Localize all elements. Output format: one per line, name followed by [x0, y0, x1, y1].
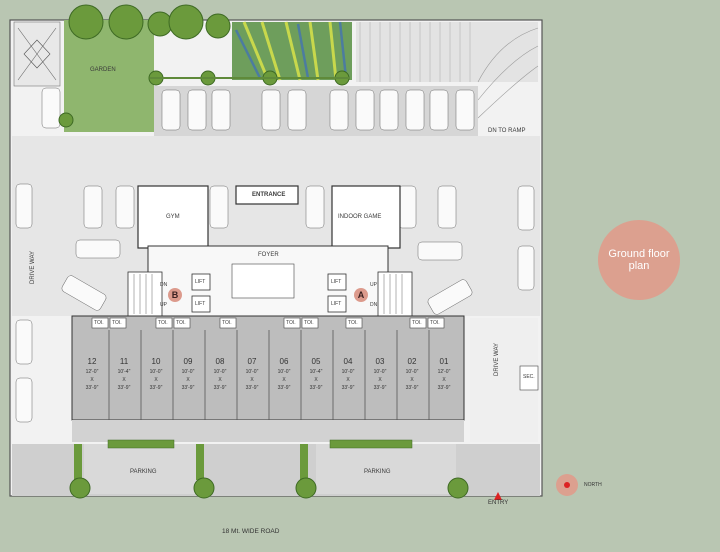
- entrance-label: ENTRANCE: [252, 192, 286, 198]
- toilet-label: TOI.: [222, 320, 232, 326]
- shop-dimension: X: [218, 377, 222, 383]
- shop-dimension: 10'-0": [341, 369, 355, 375]
- shop-dimension: 10'-4": [117, 369, 131, 375]
- shop-unit: 06 10'-0" X 33'-9": [269, 356, 299, 392]
- road-label: 18 Mt. WIDE ROAD: [222, 528, 280, 535]
- shop-dimension: X: [282, 377, 286, 383]
- shop-dimension: 10'-0": [245, 369, 259, 375]
- shop-number: 04: [343, 357, 353, 366]
- lift-a1-label: LIFT: [331, 279, 342, 285]
- shop-unit: 03 10'-0" X 33'-9": [365, 356, 395, 392]
- shop-unit: 01 12'-0" X 33'-9": [429, 356, 459, 392]
- toilet-label: TOI.: [430, 320, 440, 326]
- shop-dimension: 33'-9": [277, 385, 291, 391]
- shop-dimension: 10'-0": [213, 369, 227, 375]
- shop-number: 08: [215, 357, 225, 366]
- toilet-label: TOI.: [304, 320, 314, 326]
- entry-label: ENTRY: [488, 500, 509, 506]
- shop-number: 01: [439, 357, 449, 366]
- shop-dimension: 33'-9": [437, 385, 451, 391]
- shop-dimension: 10'-0": [277, 369, 291, 375]
- shop-unit: 11 10'-4" X 33'-9": [109, 356, 139, 392]
- shop-dimension: X: [250, 377, 254, 383]
- garden-label: GARDEN: [90, 67, 116, 73]
- shop-number: 10: [151, 357, 161, 366]
- lift-b1-label: LIFT: [195, 279, 206, 285]
- shop-dimension: 10'-4": [309, 369, 323, 375]
- toilet-label: TOI.: [412, 320, 422, 326]
- shop-number: 07: [247, 357, 257, 366]
- shop-number: 11: [119, 357, 129, 366]
- gym-label: GYM: [166, 214, 180, 220]
- security-label: SEC.: [523, 374, 535, 380]
- toilet-label: TOI.: [94, 320, 104, 326]
- shop-dimension: 12'-0": [437, 369, 451, 375]
- north-label: NORTH: [584, 482, 602, 488]
- shop-dimension: 33'-9": [213, 385, 227, 391]
- lift-b2-label: LIFT: [195, 301, 206, 307]
- plan-title: Ground floor plan: [608, 248, 670, 272]
- shop-unit: 02 10'-0" X 33'-9": [397, 356, 427, 392]
- stair-b-down-label: DN: [160, 282, 168, 288]
- parking-right-label: PARKING: [364, 469, 391, 475]
- shop-dimension: X: [346, 377, 350, 383]
- stair-a-marker: A: [354, 288, 368, 302]
- stair-a-down-label: DN: [370, 302, 378, 308]
- stair-a-up-label: UP: [370, 282, 377, 288]
- foyer-label: FOYER: [258, 252, 279, 258]
- driveway-left-label: DRIVE WAY: [30, 250, 36, 284]
- shop-number: 03: [375, 357, 385, 366]
- driveway-right-label: DRIVE WAY: [494, 342, 500, 376]
- shop-number: 05: [311, 357, 321, 366]
- shop-number: 09: [183, 357, 193, 366]
- shop-unit: 12 12'-0" X 33'-9": [77, 356, 107, 392]
- shop-unit: 09 10'-0" X 33'-9": [173, 356, 203, 392]
- shop-dimension: X: [378, 377, 382, 383]
- toilet-label: TOI.: [158, 320, 168, 326]
- stair-b-marker: B: [168, 288, 182, 302]
- plan-title-badge: Ground floor plan: [598, 220, 680, 300]
- shop-dimension: 33'-9": [85, 385, 99, 391]
- shop-dimension: X: [90, 377, 94, 383]
- toilet-label: TOI.: [112, 320, 122, 326]
- shop-number: 02: [407, 357, 417, 366]
- stair-b-up-label: UP: [160, 302, 167, 308]
- shop-dimension: 10'-0": [373, 369, 387, 375]
- ramp-label: DN TO RAMP: [488, 128, 526, 134]
- shop-dimension: 33'-9": [181, 385, 195, 391]
- shop-dimension: 33'-9": [149, 385, 163, 391]
- shop-dimension: X: [410, 377, 414, 383]
- lift-a2-label: LIFT: [331, 301, 342, 307]
- shop-unit: 07 10'-0" X 33'-9": [237, 356, 267, 392]
- shop-dimension: 33'-9": [309, 385, 323, 391]
- shop-unit: 05 10'-4" X 33'-9": [301, 356, 331, 392]
- shop-dimension: 33'-9": [373, 385, 387, 391]
- toilet-label: TOI.: [348, 320, 358, 326]
- shop-dimension: X: [314, 377, 318, 383]
- shop-dimension: 33'-9": [405, 385, 419, 391]
- shop-dimension: 33'-9": [245, 385, 259, 391]
- shop-number: 06: [279, 357, 289, 366]
- shop-dimension: X: [122, 377, 126, 383]
- toilet-label: TOI.: [286, 320, 296, 326]
- north-icon: [556, 474, 578, 496]
- shop-dimension: X: [186, 377, 190, 383]
- shop-dimension: 10'-0": [149, 369, 163, 375]
- indoor-game-label: INDOOR GAME: [338, 214, 382, 220]
- shop-dimension: 10'-0": [405, 369, 419, 375]
- shop-unit: 10 10'-0" X 33'-9": [141, 356, 171, 392]
- shop-unit: 04 10'-0" X 33'-9": [333, 356, 363, 392]
- shop-dimension: 12'-0": [85, 369, 99, 375]
- shop-dimension: X: [154, 377, 158, 383]
- shop-dimension: 33'-9": [117, 385, 131, 391]
- shop-dimension: X: [442, 377, 446, 383]
- shop-unit: 08 10'-0" X 33'-9": [205, 356, 235, 392]
- parking-left-label: PARKING: [130, 469, 157, 475]
- shop-dimension: 10'-0": [181, 369, 195, 375]
- shop-number: 12: [87, 357, 97, 366]
- toilet-label: TOI.: [176, 320, 186, 326]
- shop-dimension: 33'-9": [341, 385, 355, 391]
